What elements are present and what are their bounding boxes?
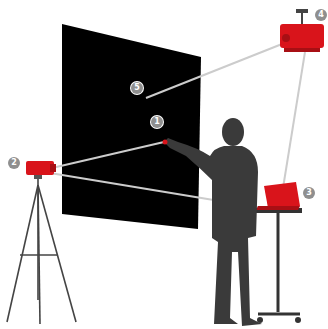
laptop bbox=[256, 182, 300, 210]
pen bbox=[163, 140, 168, 145]
projection-screen bbox=[62, 24, 201, 229]
sight-lines bbox=[50, 44, 305, 208]
camera bbox=[26, 161, 56, 179]
tripod bbox=[7, 176, 76, 324]
callout-number: 1 bbox=[151, 116, 163, 128]
laptop-stand bbox=[254, 208, 302, 323]
callout-number: 2 bbox=[8, 157, 20, 169]
callout-number: 5 bbox=[131, 82, 143, 94]
callout-number: 3 bbox=[303, 187, 315, 199]
callout-number: 4 bbox=[315, 9, 327, 21]
person bbox=[164, 118, 262, 326]
